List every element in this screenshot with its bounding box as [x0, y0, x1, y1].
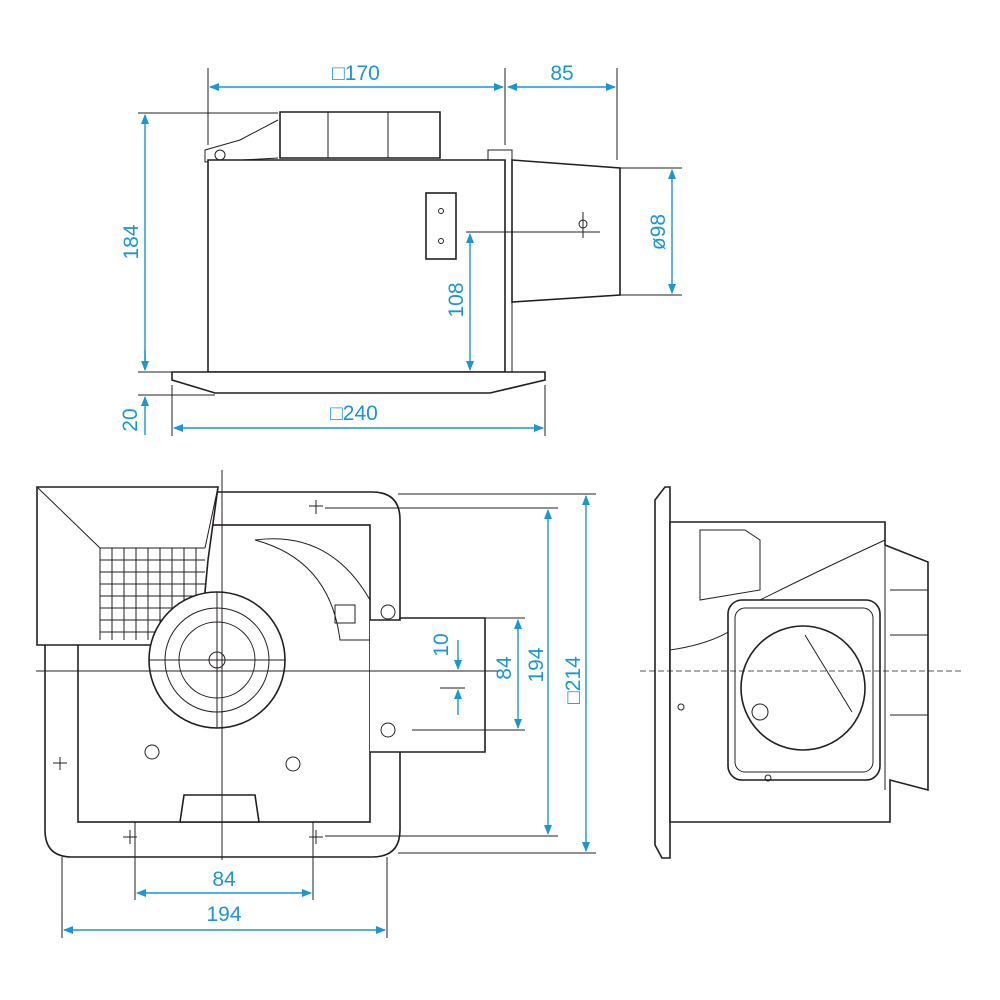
- dim-grille-thickness: 20: [119, 408, 142, 431]
- motor-housing: [279, 111, 441, 159]
- plan-dimensions: 10 84 194 □214 84 194: [63, 495, 590, 934]
- dim-inner-height: 194: [525, 647, 548, 682]
- elevation-dimensions: □170 85 184 ø98 108 20 □240: [119, 62, 676, 435]
- handle: [179, 794, 260, 823]
- terminal-box: [425, 192, 457, 260]
- backdraft-damper: [740, 625, 866, 751]
- dim-duct-length: 85: [550, 62, 573, 85]
- plan-view: [36, 470, 596, 938]
- grille-plate: [171, 371, 546, 394]
- dim-grille-width: □240: [330, 402, 378, 425]
- dim-duct-diameter: ø98: [647, 214, 670, 250]
- mount-bracket: [204, 119, 279, 163]
- dim-width-top: □170: [332, 62, 380, 85]
- dim-bottom-inner: 84: [212, 868, 236, 891]
- duct-adapter: [511, 159, 621, 303]
- duct-outlet: [370, 617, 486, 753]
- dim-duct-height: 84: [493, 656, 516, 680]
- dim-duct-center-height: 108: [445, 282, 468, 317]
- grille-mesh: [99, 547, 205, 640]
- dim-offset: 10: [430, 633, 453, 656]
- fan-body: [207, 159, 506, 373]
- dim-bottom-outer: 194: [206, 903, 241, 926]
- dim-height: 184: [120, 224, 143, 259]
- side-view: [640, 486, 962, 859]
- elevation-view: [138, 68, 682, 436]
- side-panel: [654, 486, 671, 859]
- dim-panel-size: □214: [562, 656, 585, 704]
